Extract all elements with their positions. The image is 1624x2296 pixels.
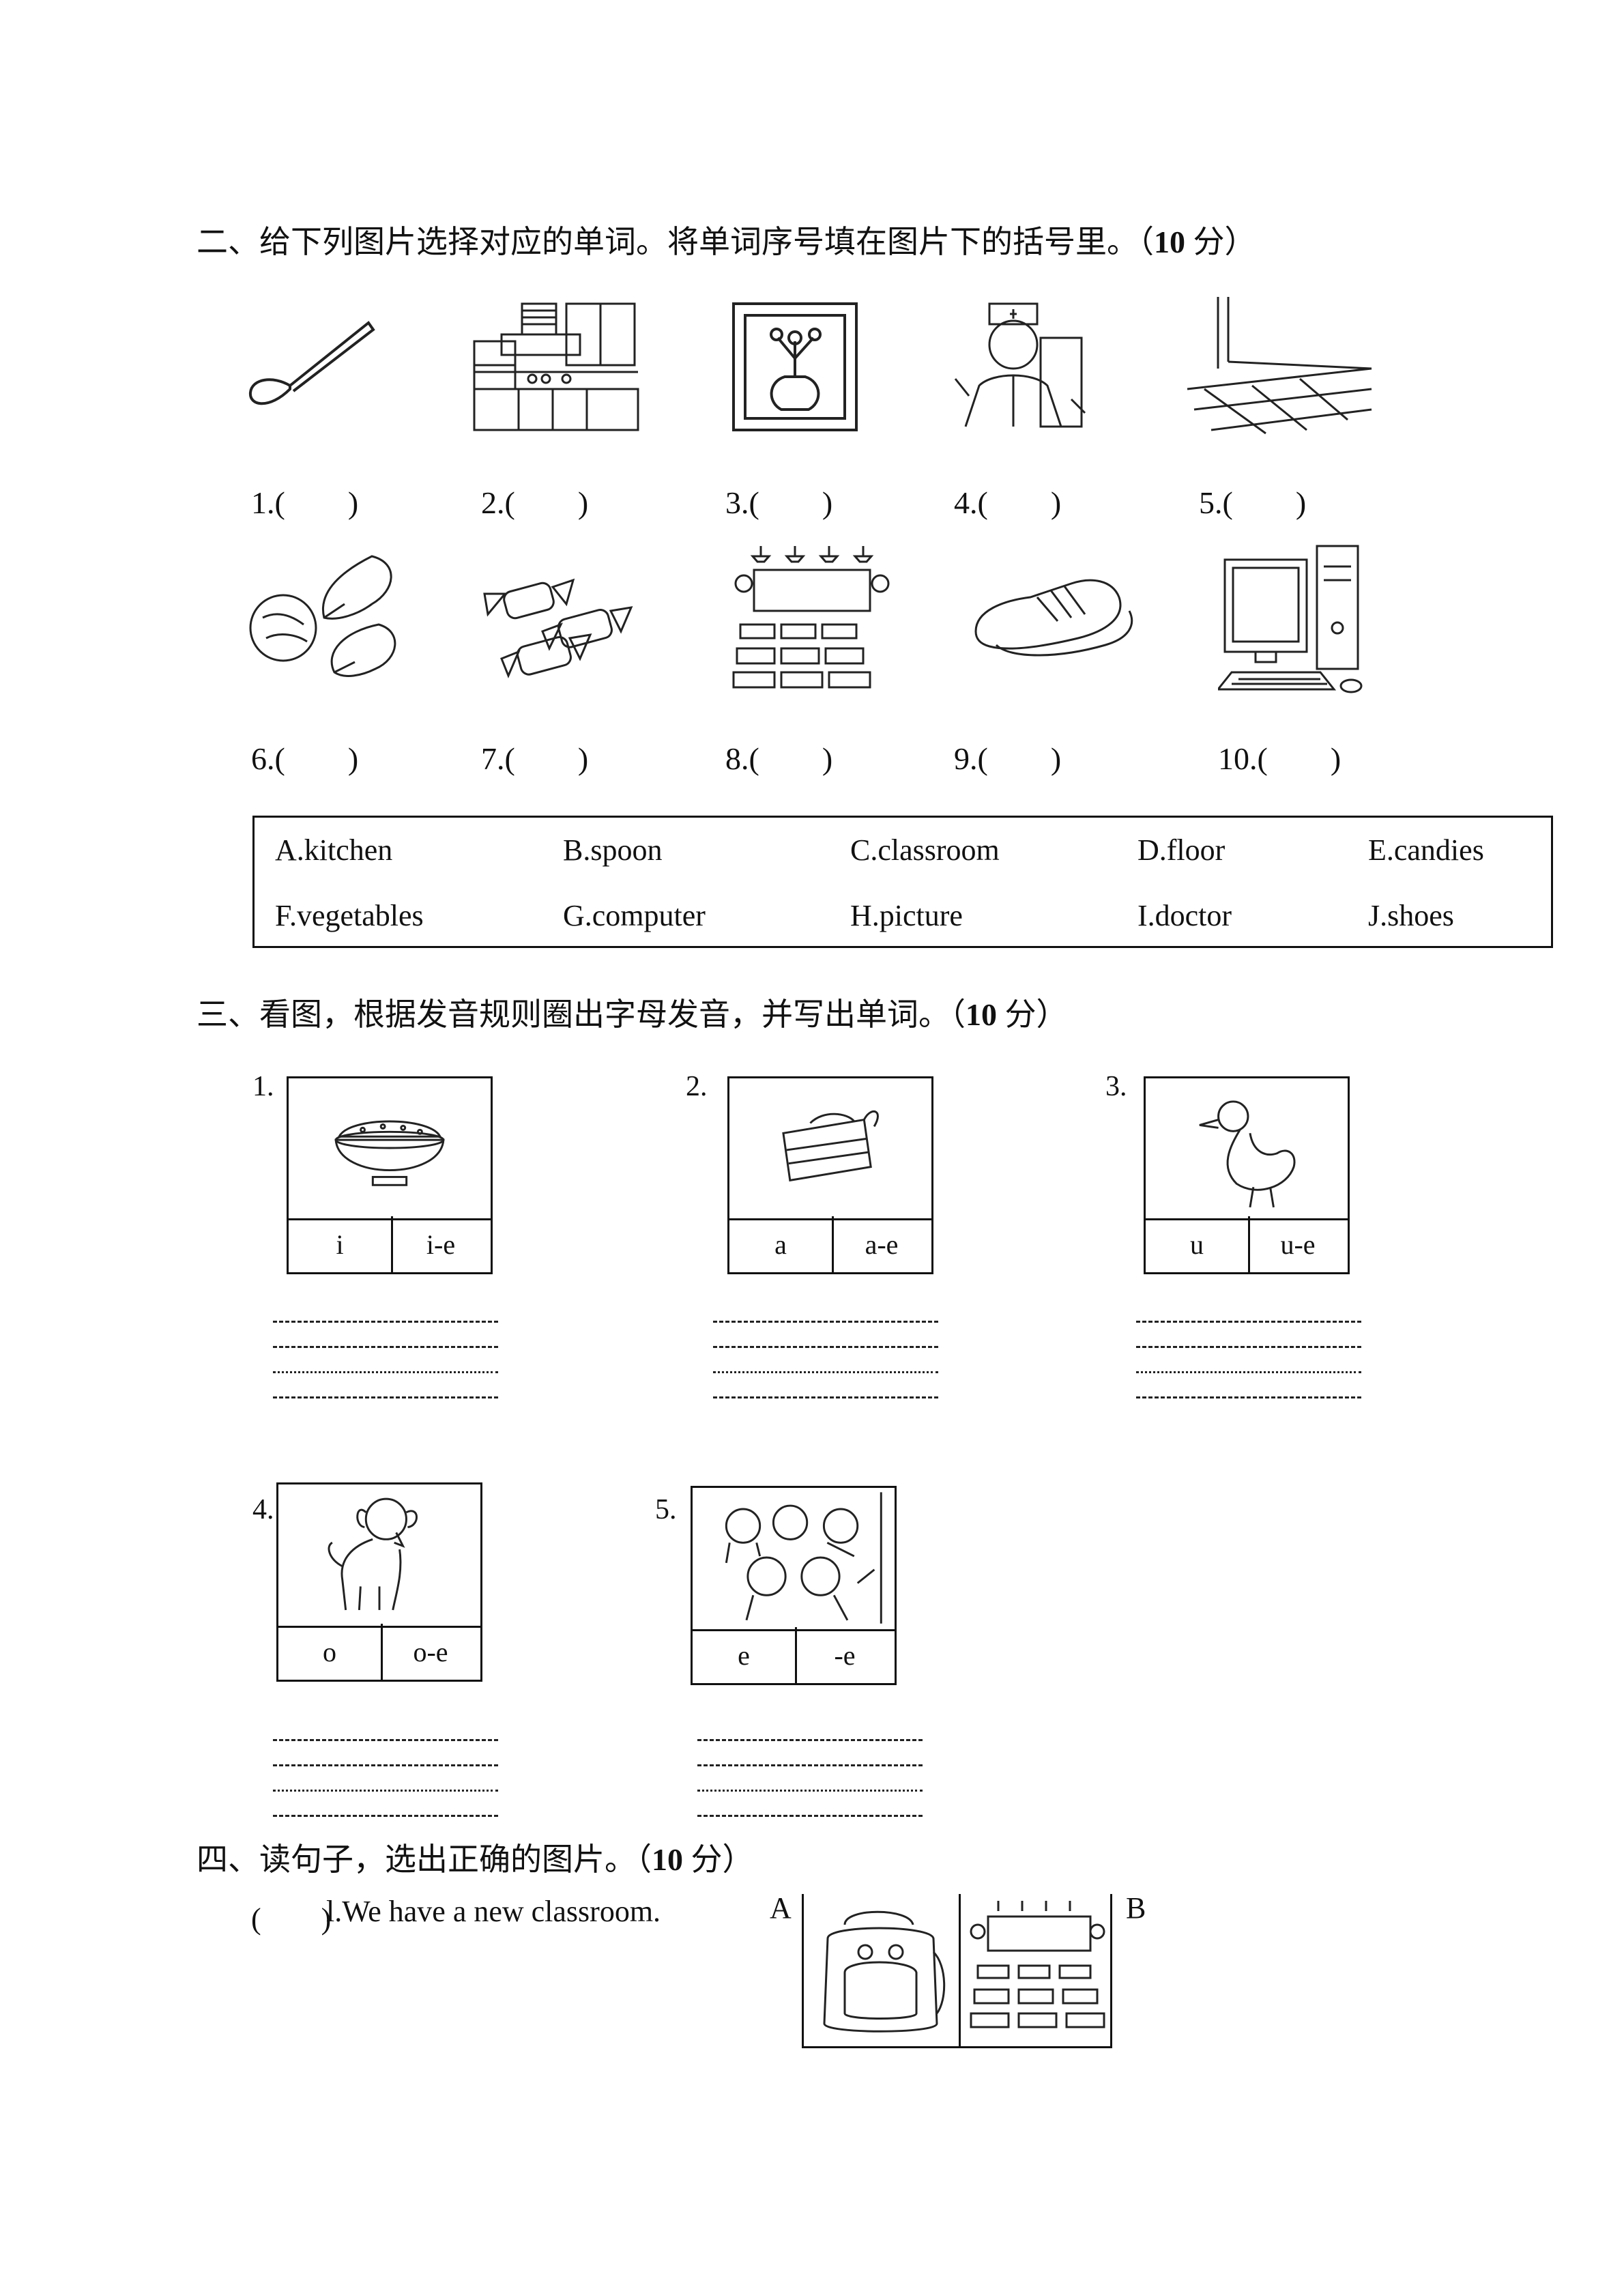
- section3-heading-text: 三、看图，根据发音规则圈出字母发音，并写出单词。（: [197, 997, 966, 1032]
- section4-score: 10: [652, 1842, 683, 1877]
- doctor-picture: [952, 297, 1088, 433]
- option-a-label: A: [770, 1891, 792, 1925]
- image-divider: [959, 1894, 961, 2048]
- phonics-item-3-number: 3.: [1105, 1071, 1127, 1102]
- phonics-item-2-card: a a-e: [727, 1076, 933, 1274]
- phonics-item-3-option-a[interactable]: u: [1146, 1216, 1250, 1272]
- children-picture: [693, 1488, 895, 1631]
- phonics-item-2-writing-lines[interactable]: [713, 1321, 938, 1422]
- option-a-schoolbag-picture[interactable]: [807, 1897, 954, 2041]
- word-e: E.candies: [1368, 833, 1484, 867]
- floor-picture: [1184, 293, 1375, 440]
- computer-picture: [1218, 539, 1368, 696]
- phonics-item-1-writing-lines[interactable]: [273, 1321, 498, 1422]
- section3-heading-tail: 分）: [997, 997, 1068, 1032]
- phonics-item-5-option-a[interactable]: e: [693, 1627, 797, 1683]
- word-c: C.classroom: [850, 833, 1000, 867]
- question-1-sentence: l.We have a new classroom.: [326, 1895, 661, 1928]
- word-a: A.kitchen: [275, 833, 393, 867]
- blank-10[interactable]: 10.( ): [1218, 741, 1342, 776]
- section4-heading-tail: 分）: [683, 1842, 754, 1877]
- phonics-item-4-writing-lines[interactable]: [273, 1739, 498, 1840]
- phonics-item-5-writing-lines[interactable]: [697, 1739, 923, 1840]
- section3-heading: 三、看图，根据发音规则圈出字母发音，并写出单词。（10 分）: [197, 990, 1068, 1035]
- candies-picture: [478, 566, 648, 683]
- phonics-item-4-card: o o-e: [276, 1482, 482, 1682]
- section2-heading-tail: 分）: [1185, 225, 1256, 259]
- phonics-item-1-option-b[interactable]: i-e: [426, 1229, 456, 1260]
- blank-9[interactable]: 9.( ): [954, 741, 1062, 776]
- phonics-item-1-card: i i-e: [287, 1076, 493, 1274]
- word-j: J.shoes: [1368, 899, 1454, 932]
- blank-8[interactable]: 8.( ): [725, 741, 833, 776]
- section4-heading-text: 四、读句子，选出正确的图片。（: [197, 1842, 652, 1877]
- phonics-item-3-option-b[interactable]: u-e: [1280, 1229, 1316, 1260]
- classroom-picture: [727, 543, 897, 696]
- section3-score: 10: [966, 997, 997, 1032]
- question-1-answer-blank[interactable]: ( ): [251, 1902, 332, 1936]
- phonics-item-4-option-a[interactable]: o: [278, 1624, 383, 1680]
- shoes-picture: [969, 570, 1140, 665]
- blank-7[interactable]: 7.( ): [481, 741, 589, 776]
- blank-5[interactable]: 5.( ): [1199, 485, 1307, 520]
- word-g: G.computer: [563, 899, 706, 932]
- blank-2[interactable]: 2.( ): [481, 485, 589, 520]
- phonics-item-1-number: 1.: [252, 1071, 274, 1102]
- word-bank: A.kitchen B.spoon C.classroom D.floor E.…: [252, 816, 1553, 948]
- blank-6[interactable]: 6.( ): [251, 741, 359, 776]
- blank-1[interactable]: 1.( ): [251, 485, 359, 520]
- word-i: I.doctor: [1137, 899, 1232, 932]
- section4-heading: 四、读句子，选出正确的图片。（10 分）: [197, 1835, 754, 1880]
- word-f: F.vegetables: [275, 899, 424, 932]
- phonics-item-5-card: e -e: [691, 1486, 897, 1685]
- vegetables-picture: [242, 549, 406, 693]
- blank-4[interactable]: 4.( ): [954, 485, 1062, 520]
- phonics-item-4-number: 4.: [252, 1494, 274, 1525]
- phonics-item-5-number: 5.: [655, 1494, 677, 1525]
- section2-heading-text: 二、给下列图片选择对应的单词。将单词序号填在图片下的括号里。（: [197, 225, 1154, 259]
- rice-bowl-picture: [289, 1078, 491, 1220]
- section2-heading: 二、给下列图片选择对应的单词。将单词序号填在图片下的括号里。（10 分）: [197, 217, 1256, 262]
- kitchen-picture: [471, 300, 641, 437]
- cake-picture: [729, 1078, 931, 1220]
- option-b-classroom-picture[interactable]: [964, 1897, 1107, 2041]
- word-b: B.spoon: [563, 833, 663, 867]
- word-h: H.picture: [850, 899, 963, 932]
- phonics-item-5-option-b[interactable]: -e: [834, 1639, 856, 1671]
- phonics-item-3-writing-lines[interactable]: [1136, 1321, 1361, 1422]
- option-b-label: B: [1126, 1891, 1146, 1925]
- word-d: D.floor: [1137, 833, 1226, 867]
- phonics-item-4-option-b[interactable]: o-e: [413, 1636, 448, 1667]
- phonics-item-3-card: u u-e: [1144, 1076, 1350, 1274]
- phonics-item-2-option-a[interactable]: a: [729, 1216, 834, 1272]
- phonics-item-1-option-a[interactable]: i: [289, 1216, 393, 1272]
- blank-3[interactable]: 3.( ): [725, 485, 833, 520]
- question-1-image-options: [802, 1894, 1112, 2048]
- duck-picture: [1146, 1078, 1348, 1220]
- phonics-item-2-option-b[interactable]: a-e: [865, 1229, 899, 1260]
- phonics-item-2-number: 2.: [686, 1071, 708, 1102]
- picture-frame-picture: [730, 300, 860, 433]
- dog-picture: [278, 1484, 480, 1628]
- section2-score: 10: [1154, 225, 1185, 259]
- spoon-picture: [242, 311, 379, 420]
